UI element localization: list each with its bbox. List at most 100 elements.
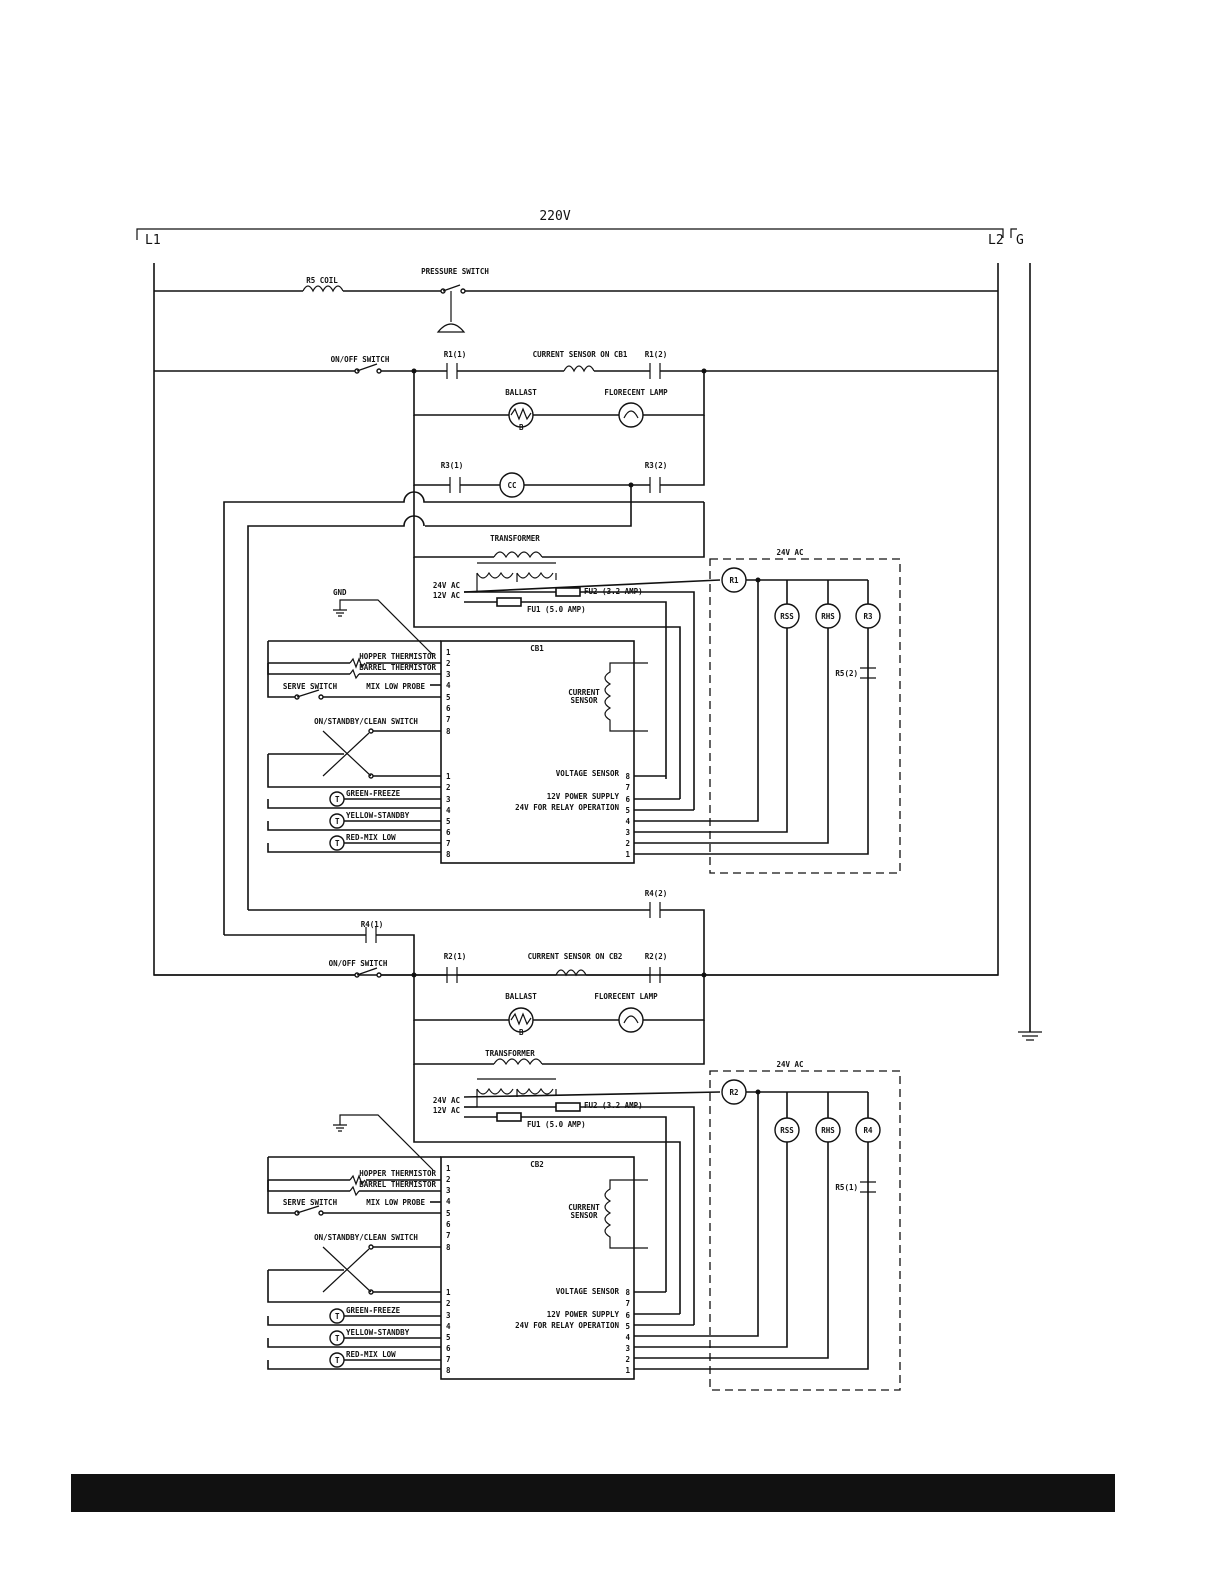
l1-label: L1: [145, 233, 161, 248]
cb2-24v-relay: 24V FOR RELAY OPERATION: [515, 1321, 619, 1330]
cb2-name: CB2: [530, 1160, 544, 1169]
tx2-12v-label: 12V AC: [433, 1106, 460, 1115]
cb2-serve-switch-label: SERVE SWITCH: [283, 1198, 338, 1207]
relay-r1: R1: [729, 576, 739, 585]
board_2-right-pin: 2: [625, 1355, 630, 1364]
board_1-left-pin: 6: [446, 704, 451, 713]
cb2-lamp-mark-3: T: [335, 1356, 340, 1365]
cb2-lamp-mark-1: T: [335, 1312, 340, 1321]
bottom-lamp-label: FLORECENT LAMP: [594, 992, 658, 1001]
relay-box-1-title: 24V AC: [776, 548, 803, 557]
cb1-lamp-mark-1: T: [335, 795, 340, 804]
board_1-left-pin: 3: [446, 795, 451, 804]
board_2-right-pin: 1: [625, 1366, 630, 1375]
cb2-green-label: GREEN-FREEZE: [346, 1306, 401, 1315]
board_2-left-pin: 5: [446, 1209, 451, 1218]
supply-bracket: 220V L1 L2 G: [136, 209, 1024, 248]
cb2-gnd: [333, 1114, 434, 1171]
board_1-left-pin: 1: [446, 772, 451, 781]
fu2-1-label: FU2 (3.2 AMP): [584, 587, 643, 596]
fu2-2-label: FU2 (3.2 AMP): [584, 1101, 643, 1110]
board_1-right-pin: 5: [625, 806, 630, 815]
cb1-mix-low-label: MIX LOW PROBE: [366, 682, 425, 691]
r5-coil-row: R5 COIL PRESSURE SWITCH: [154, 267, 998, 333]
gnd-label: GND: [333, 588, 347, 597]
top-ballast-label: BALLAST: [505, 388, 537, 397]
cb1-serve-switch-label: SERVE SWITCH: [283, 682, 338, 691]
cb1-name: CB1: [530, 644, 544, 653]
cb1-current-sensor-b: SENSOR: [570, 696, 598, 705]
fu1-2-label: FU1 (5.0 AMP): [527, 1120, 586, 1129]
pressure-switch-label: PRESSURE SWITCH: [421, 267, 489, 276]
cb2-lamp-mark-2: T: [335, 1334, 340, 1343]
board_2-left-pin: 5: [446, 1333, 451, 1342]
tx1-12v-label: 12V AC: [433, 591, 460, 600]
r3-cc-loop: CC R3(1) R3(2): [413, 415, 705, 527]
top-on-off-switch-label: ON/OFF SWITCH: [331, 355, 390, 364]
cb1-lamp-mark-2: T: [335, 817, 340, 826]
bottom-ballast-mark: B: [519, 1028, 524, 1037]
relay-box-1-rhs: RHS: [821, 612, 835, 621]
r4-2-label: R4(2): [645, 889, 668, 898]
r1-2-label: R1(2): [645, 350, 668, 359]
bottom-power-row: ON/OFF SWITCH R2(1) CURRENT SENSOR ON CB…: [154, 952, 998, 983]
board_2-left-pin: 8: [446, 1366, 451, 1375]
board_1-right-pin: 3: [625, 828, 630, 837]
board_1-right-pin: 2: [625, 839, 630, 848]
board_2-left-pin: 7: [446, 1231, 451, 1240]
bottom-on-off-switch-label: ON/OFF SWITCH: [329, 959, 388, 968]
cb2-barrel-label: BARREL THERMISTOR: [359, 1180, 436, 1189]
cb1-voltage-sensor: VOLTAGE SENSOR: [556, 769, 620, 778]
cb1-24v-relay: 24V FOR RELAY OPERATION: [515, 803, 619, 812]
cb1-current-sensor-a: CURRENT: [568, 688, 600, 697]
board_2-left-pin: 2: [446, 1175, 451, 1184]
current-sensor-cb2-label: CURRENT SENSOR ON CB2: [528, 952, 623, 961]
cb2-right-wiring: [634, 1092, 869, 1370]
board_1-left-pin: 4: [446, 806, 451, 815]
board_2-left-pin: 3: [446, 1311, 451, 1320]
current-sensor-cb1-label: CURRENT SENSOR ON CB1: [533, 350, 628, 359]
cb2-voltage-sensor: VOLTAGE SENSOR: [556, 1287, 620, 1296]
cb1-hopper-label: HOPPER THERMISTOR: [359, 652, 436, 661]
cb2-12v-power: 12V POWER SUPPLY: [547, 1310, 620, 1319]
board_2-right-pin: 8: [625, 1288, 630, 1297]
r4-1-label: R4(1): [361, 920, 384, 929]
cb1-yellow-label: YELLOW-STANDBY: [346, 811, 410, 820]
bottom-ballast-label: BALLAST: [505, 992, 537, 1001]
cb2-current-sensor-b: SENSOR: [570, 1211, 598, 1220]
relay-r2: R2: [729, 1088, 738, 1097]
board_1-right-pin: 4: [625, 817, 630, 826]
board_1-left-pin: 5: [446, 817, 451, 826]
ground-symbol-main: [1018, 1031, 1042, 1041]
board_1-left-pin: 4: [446, 681, 451, 690]
cb2-current-sensor-a: CURRENT: [568, 1203, 600, 1212]
relay-box-1: 24V AC R1 RSS RHS R3 R5(2): [709, 548, 901, 874]
relay-box-2-rss: RSS: [780, 1126, 794, 1135]
top-ballast-mark: B: [519, 423, 524, 432]
board_1-left-pin: 6: [446, 828, 451, 837]
board_2-left-pin: 4: [446, 1197, 451, 1206]
r4-feed-wires: [223, 491, 704, 935]
footer-bar: [71, 1474, 1115, 1512]
board_1-left-pin: 2: [446, 783, 451, 792]
r3-2-label: R3(2): [645, 461, 668, 470]
relay-box-2: 24V AC R2 RSS RHS R4 R5(1): [709, 1060, 901, 1391]
board_2-left-pin: 2: [446, 1299, 451, 1308]
board_1-left-pin: 7: [446, 715, 451, 724]
board_1-right-pin: 6: [625, 795, 630, 804]
cb1-on-standby-label: ON/STANDBY/CLEAN SWITCH: [314, 717, 418, 726]
board_2-left-pin: 6: [446, 1344, 451, 1353]
board_1-right-pin: 8: [625, 772, 630, 781]
board_2-left-pin: 4: [446, 1322, 451, 1331]
cb2-mix-low-label: MIX LOW PROBE: [366, 1198, 425, 1207]
cb1-left-wiring: HOPPER THERMISTOR BARREL THERMISTOR SERV…: [267, 640, 441, 853]
cb2-hopper-label: HOPPER THERMISTOR: [359, 1169, 436, 1178]
board_2-right-pin: 4: [625, 1333, 630, 1342]
r5-coil-label: R5 COIL: [306, 276, 338, 285]
board_1-left-pin: 8: [446, 727, 451, 736]
cb1-12v-power: 12V POWER SUPPLY: [547, 792, 620, 801]
transformer-2-label: TRANSFORMER: [485, 1049, 535, 1058]
cb1-right-wiring: [634, 580, 869, 855]
